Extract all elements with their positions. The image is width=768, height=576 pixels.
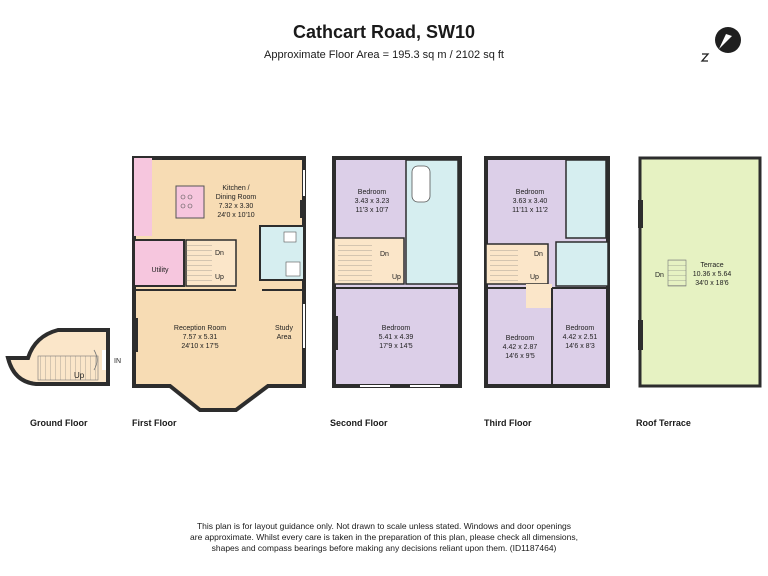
kitchen-name-2: Dining Room [216,194,257,201]
floor-label-first: First Floor [132,418,177,428]
third-floor-plan: Bedroom 3.63 x 3.40 11'11 x 11'2 Dn Up B… [484,156,610,388]
floor-label-roof: Roof Terrace [636,418,691,428]
disclaimer-line-1: This plan is for layout guidance only. N… [196,521,572,531]
bed3a-name: Bedroom [516,189,545,196]
bed3c-dim-m: 4.42 x 2.51 [563,334,598,341]
entrance-label: IN [114,358,121,365]
bed2a-dim-m: 3.43 x 3.23 [355,198,390,205]
floor-area-text: Approximate Floor Area = 195.3 sq m / 21… [264,49,504,61]
bed2a-name: Bedroom [358,189,387,196]
bed3b-dim-ft: 14'6 x 9'5 [505,353,535,360]
third-up-label: Up [530,274,539,281]
kitchen-dim-ft: 24'0 x 10'10 [217,212,254,219]
bed3b-dim-m: 4.42 x 2.87 [503,344,538,351]
roof-terrace-plan: Dn Terrace 10.36 x 5.64 34'0 x 18'6 [638,156,762,388]
disclaimer-line-2: are approximate. Whilst every care is ta… [190,532,578,542]
compass-north-icon [700,27,741,62]
bed3a-dim-ft: 11'11 x 11'2 [512,207,548,214]
ground-up-label: Up [74,371,85,380]
first-floor-plan: Kitchen / Dining Room 7.32 x 3.30 24'0 x… [132,156,306,412]
bed2b-dim-m: 5.41 x 4.39 [379,334,414,341]
plan-title: Cathcart Road, SW10 [292,22,476,42]
bed3c-name: Bedroom [566,325,595,332]
terrace-dim-m: 10.36 x 5.64 [693,271,732,278]
roof-dn-label: Dn [655,272,664,279]
kitchen-name-1: Kitchen / [222,185,249,192]
reception-dim-ft: 24'10 x 17'5 [181,343,218,350]
terrace-name: Terrace [700,262,723,269]
floor-label-ground: Ground Floor [30,418,88,428]
bed3c-dim-ft: 14'6 x 8'3 [565,343,595,350]
utility-label: Utility [151,267,169,274]
disclaimer: This plan is for layout guidance only. N… [0,521,768,554]
first-dn-label: Dn [215,250,224,257]
bed2a-dim-ft: 11'3 x 10'7 [356,207,389,214]
second-dn-label: Dn [380,251,389,258]
bed2b-name: Bedroom [382,325,411,332]
bed2b-dim-ft: 17'9 x 14'5 [379,343,413,350]
first-up-label: Up [215,274,224,281]
second-floor-plan: Bedroom 3.43 x 3.23 11'3 x 10'7 Dn Up Be… [332,156,462,388]
bed3b-name: Bedroom [506,335,535,342]
kitchen-dim-m: 7.32 x 3.30 [219,203,254,210]
bed3a-dim-m: 3.63 x 3.40 [513,198,548,205]
terrace-dim-ft: 34'0 x 18'6 [695,280,729,287]
second-up-label: Up [392,274,401,281]
floor-label-second: Second Floor [330,418,388,428]
study-name-2: Area [277,334,292,341]
ground-floor-plan: Up IN [5,328,121,386]
third-dn-label: Dn [534,251,543,258]
disclaimer-line-3: shapes and compass bearings before makin… [211,543,557,553]
study-name-1: Study [275,325,293,332]
reception-name: Reception Room [174,325,226,332]
reception-dim-m: 7.57 x 5.31 [183,334,218,341]
floor-label-third: Third Floor [484,418,532,428]
